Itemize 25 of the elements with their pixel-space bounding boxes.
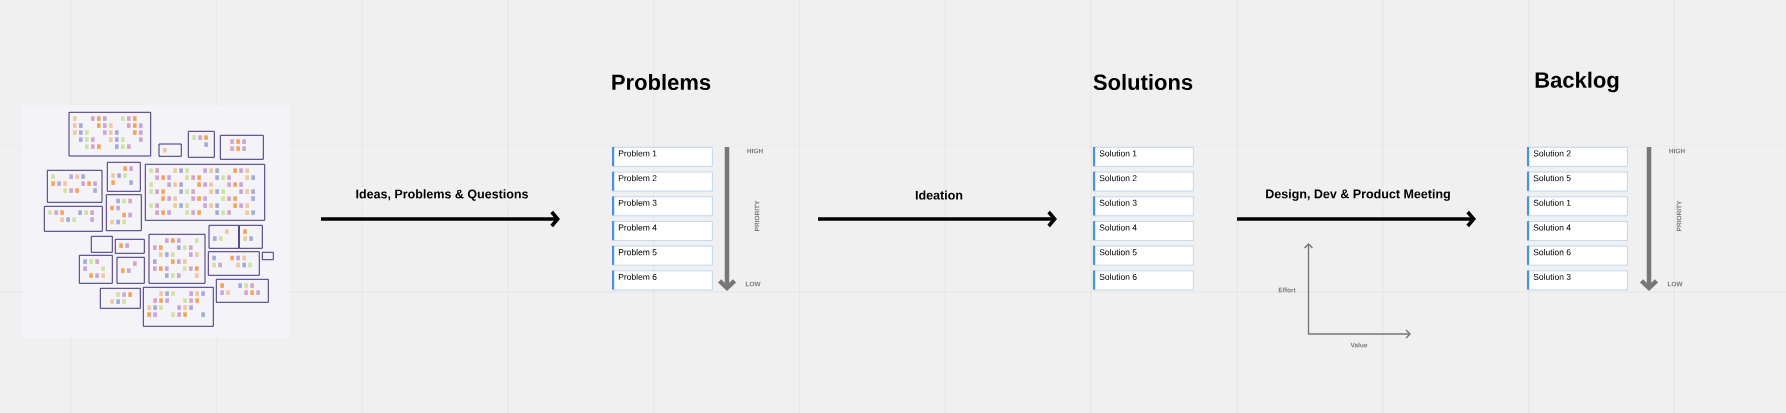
list-card: Problem 5 — [612, 245, 713, 266]
list-card: Solution 1 — [1527, 196, 1628, 217]
list-card: Solution 3 — [1093, 196, 1194, 217]
list-card: Solution 3 — [1527, 270, 1628, 291]
list-card: Problem 1 — [612, 147, 713, 167]
arrow-label: Ideation — [914, 189, 964, 201]
list-card: Solution 2 — [1527, 147, 1628, 167]
list-card: Solution 5 — [1527, 171, 1628, 192]
column-heading: Backlog — [1535, 71, 1619, 93]
list-card: Problem 2 — [612, 171, 713, 192]
column-heading: Problems — [612, 73, 711, 91]
list-card: Solution 5 — [1093, 245, 1194, 266]
arrow-label: Ideas, Problems & Questions — [354, 188, 530, 202]
list-card: Problem 6 — [612, 270, 713, 291]
list-card: Solution 2 — [1093, 171, 1194, 192]
list-card: Solution 6 — [1093, 270, 1194, 291]
list-card: Solution 4 — [1093, 221, 1194, 241]
list-card: Solution 4 — [1527, 221, 1628, 241]
list-card: Solution 6 — [1527, 245, 1628, 266]
column-heading: Solutions — [1093, 73, 1193, 91]
list-card: Problem 3 — [612, 196, 713, 217]
board-thumbnail-drawing — [22, 105, 290, 339]
arrow-label: Design, Dev & Product Meeting — [1264, 188, 1452, 202]
list-card: Solution 1 — [1093, 147, 1194, 167]
list-card: Problem 4 — [612, 221, 713, 241]
